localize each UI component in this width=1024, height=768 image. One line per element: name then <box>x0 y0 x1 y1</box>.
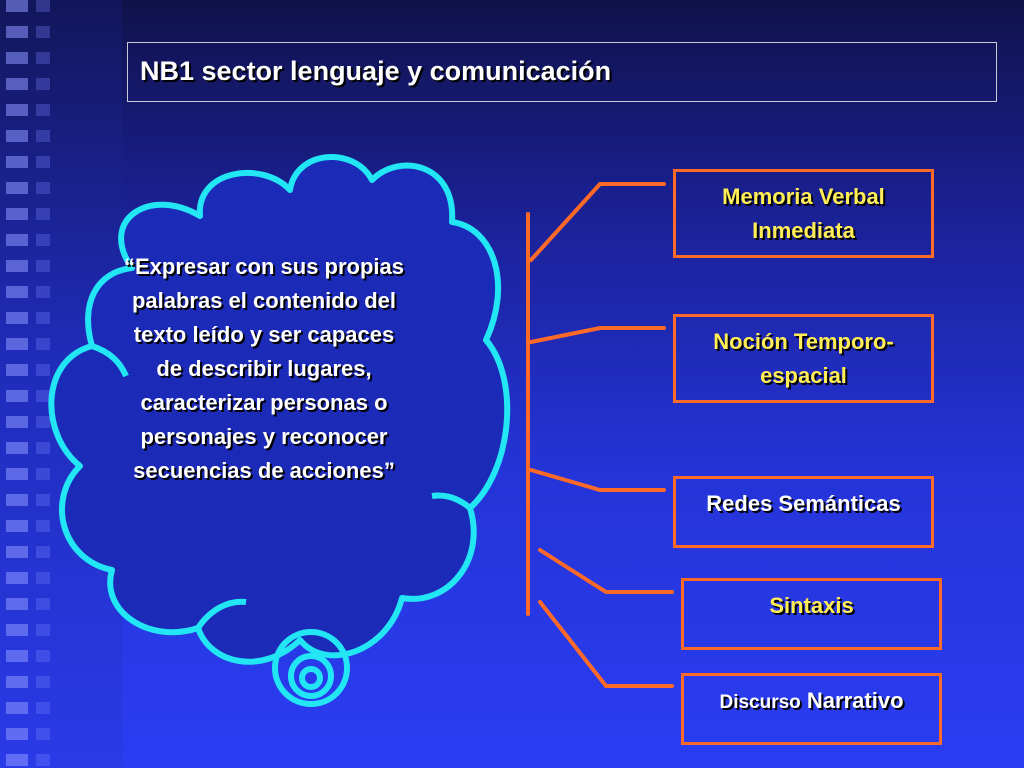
box-nocion-temporo-espacial: Noción Temporo-espacial <box>673 314 934 403</box>
thought-bubbles <box>272 629 350 707</box>
thought-bubble-medium <box>288 653 334 699</box>
left-square-pattern-faint <box>36 0 50 768</box>
cloud-inner-arc-right <box>431 492 472 511</box>
box-sintaxis: Sintaxis <box>681 578 942 650</box>
connector-branch-5 <box>538 600 674 688</box>
title-box: NB1 sector lenguaje y comunicación <box>127 42 997 102</box>
connector-branch-4 <box>538 548 674 594</box>
box-sintaxis-label: Sintaxis <box>769 593 854 618</box>
box-discurso-narrativo: Discurso Narrativo <box>681 673 942 745</box>
connector-branch-1 <box>529 182 666 262</box>
box-redes-semanticas: Redes Semánticas <box>673 476 934 548</box>
box-nocion-label: Noción Temporo-espacial <box>713 329 894 388</box>
connector-branch-2 <box>529 326 666 344</box>
cloud-inner-arc-left <box>90 343 129 378</box>
box-discurso-label: Discurso Narrativo <box>719 688 904 713</box>
cloud-inner-arc-bottom <box>195 598 247 630</box>
box-redes-label: Redes Semánticas <box>706 491 901 516</box>
thought-bubble-small <box>299 666 323 690</box>
thought-cloud <box>48 154 511 665</box>
thought-bubble-large <box>272 629 350 707</box>
connector-branch-3 <box>529 468 666 492</box>
connector-lines <box>526 182 674 688</box>
left-square-pattern <box>6 0 28 768</box>
cloud-quote: “Expresar con sus propias palabras el co… <box>124 254 404 483</box>
cloud-shape <box>48 154 511 665</box>
slide-title: NB1 sector lenguaje y comunicación <box>140 56 612 86</box>
